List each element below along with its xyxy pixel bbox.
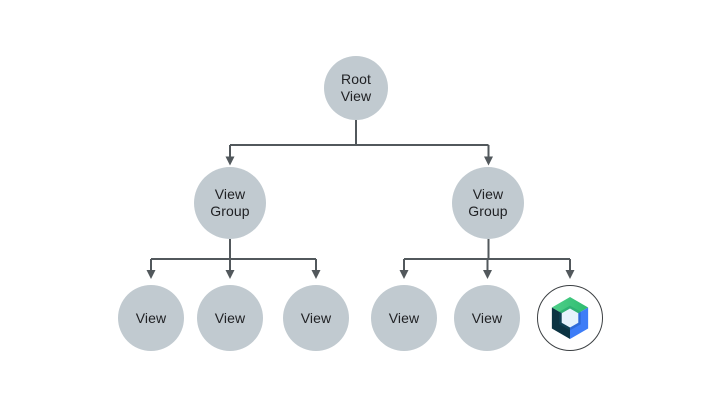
node-view-3: View xyxy=(283,285,349,351)
node-label: View Group xyxy=(468,186,508,219)
node-label: View xyxy=(135,309,167,326)
arrowhead-icon xyxy=(483,270,492,279)
node-jetpack-compose xyxy=(537,285,603,351)
node-view-1: View xyxy=(118,285,184,351)
arrowhead-icon xyxy=(399,270,409,279)
arrowhead-icon xyxy=(225,156,235,166)
node-label: View xyxy=(388,309,420,326)
node-root-view: Root View xyxy=(324,56,388,120)
node-label: View xyxy=(300,309,332,326)
arrowhead-icon xyxy=(225,270,235,279)
node-label: View Group xyxy=(210,186,250,219)
node-label: View xyxy=(471,309,503,326)
connector-strokes xyxy=(150,120,571,271)
arrowhead-icon xyxy=(565,270,575,279)
arrowheads xyxy=(146,156,575,279)
node-view-group-right: View Group xyxy=(452,167,524,239)
node-label: Root View xyxy=(340,71,372,104)
arrowhead-icon xyxy=(311,270,321,279)
node-view-4: View xyxy=(371,285,437,351)
node-view-group-left: View Group xyxy=(194,167,266,239)
node-view-2: View xyxy=(197,285,263,351)
jetpack-compose-icon xyxy=(551,297,589,339)
arrowhead-icon xyxy=(484,156,493,166)
arrowhead-icon xyxy=(146,270,156,279)
node-view-5: View xyxy=(454,285,520,351)
node-label: View xyxy=(214,309,246,326)
